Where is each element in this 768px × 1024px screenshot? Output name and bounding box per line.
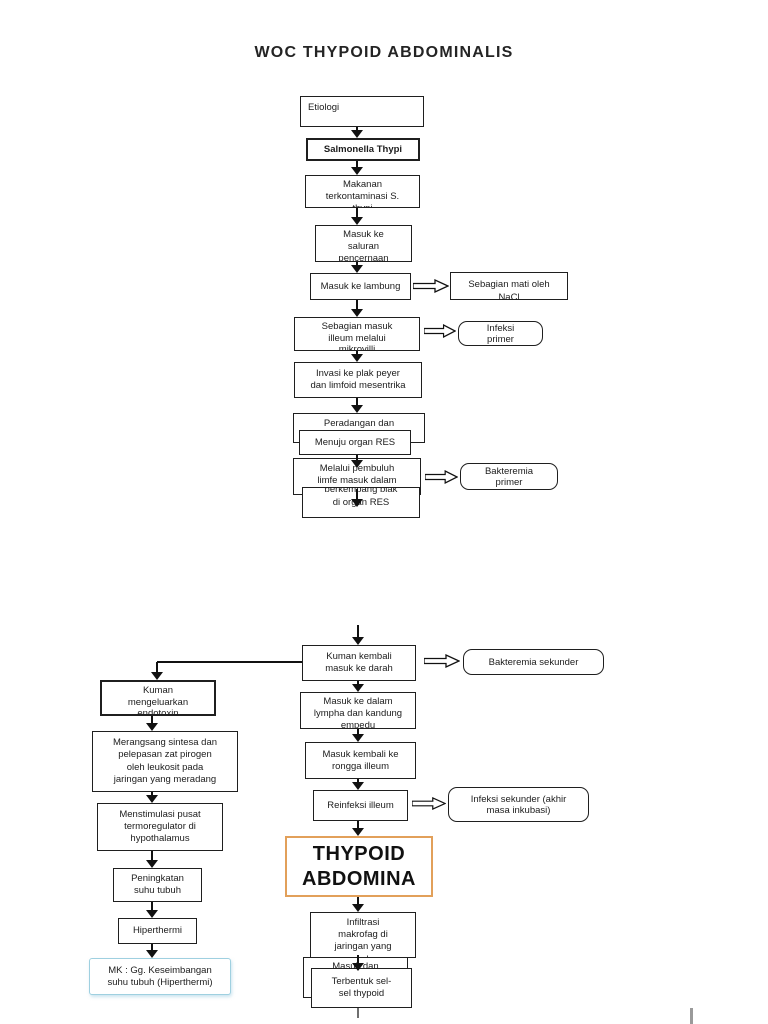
- arrow-down-icon: [146, 944, 158, 958]
- arrow-down-icon: [146, 792, 158, 803]
- node-mati-nacl: Sebagian mati oleh NaCl: [450, 272, 568, 300]
- page-title: WOC THYPOID ABDOMINALIS: [254, 44, 514, 61]
- node-invasi-plak-peyer: Invasi ke plak peyer dan limfoid mesentr…: [294, 362, 422, 398]
- node-merangsang-sintesa: Merangsang sintesa dan pelepasan zat pir…: [92, 731, 238, 792]
- node-kuman-endotoxin: Kuman mengeluarkan endotoxin: [100, 680, 216, 716]
- node-illeum-mikrovilli: Sebagian masuk illeum melalui mikrovilli: [294, 317, 420, 351]
- node-salmonella: Salmonella Thypi: [306, 138, 420, 161]
- node-makanan: Makanan terkontaminasi S. thypi: [305, 175, 420, 208]
- node-mk-keseimbangan: MK : Gg. Keseimbangan suhu tubuh (Hipert…: [89, 958, 231, 995]
- node-peningkatan-suhu: Peningkatan suhu tubuh: [113, 868, 202, 902]
- arrow-down-icon: [352, 681, 364, 692]
- arrow-down-icon: [352, 625, 364, 645]
- node-menstimulasi-pusat: Menstimulasi pusat termoregulator di hyp…: [97, 803, 223, 851]
- node-terbentuk-sel-thypoid: Terbentuk sel- sel thypoid: [311, 968, 412, 1008]
- block-arrow-right-icon: [425, 470, 458, 484]
- arrow-down-icon: [146, 716, 158, 731]
- arrow-down-icon: [151, 662, 163, 680]
- node-lambung: Masuk ke lambung: [310, 273, 411, 300]
- block-arrow-right-icon: [412, 797, 446, 810]
- arrow-down-icon: [352, 955, 364, 971]
- arrow-down-icon: [352, 729, 364, 742]
- node-thypoid-abdominalis: THYPOID ABDOMINA LIS: [285, 836, 433, 897]
- arrow-down-icon: [351, 127, 363, 138]
- block-arrow-right-icon: [424, 654, 460, 668]
- arrow-down-icon: [351, 161, 363, 175]
- arrow-down-icon: [351, 262, 363, 273]
- node-menuju-organ-res: Menuju organ RES: [299, 430, 411, 455]
- page-artifact: [690, 1008, 693, 1024]
- node-lympha-empedu: Masuk ke dalam lympha dan kandung empedu: [300, 692, 416, 729]
- arrow-down-icon: [352, 779, 364, 790]
- block-arrow-right-icon: [424, 324, 456, 338]
- arrow-down-icon: [351, 208, 363, 225]
- node-hiperthermi: Hiperthermi: [118, 918, 197, 944]
- node-bakteremia-primer: Bakteremia primer: [460, 463, 558, 490]
- arrow-down-icon: [351, 489, 363, 507]
- arrow-down-icon: [146, 851, 158, 868]
- node-infeksi-primer: Infeksi primer: [458, 321, 543, 346]
- arrow-down-icon: [351, 300, 363, 317]
- node-rongga-illeum: Masuk kembali ke rongga illeum: [305, 742, 416, 779]
- arrow-down-icon: [352, 821, 364, 836]
- node-bakteremia-sekunder: Bakteremia sekunder: [463, 649, 604, 675]
- arrow-down-icon: [146, 902, 158, 918]
- node-infeksi-sekunder: Infeksi sekunder (akhir masa inkubasi): [448, 787, 589, 822]
- block-arrow-right-icon: [413, 279, 449, 293]
- node-infiltrasi-makrofag: Infiltrasi makrofag di jaringan yang mer…: [310, 912, 416, 958]
- arrow-down-icon: [351, 351, 363, 362]
- arrow-down-icon: [352, 897, 364, 912]
- arrow-down-icon: [351, 398, 363, 413]
- connector-line: [157, 661, 302, 663]
- node-etiologi: Etiologi: [300, 96, 424, 127]
- node-reinfeksi-illeum: Reinfeksi illeum: [313, 790, 408, 821]
- connector-line: [357, 1008, 359, 1018]
- arrow-down-icon: [351, 455, 363, 468]
- node-kuman-kembali: Kuman kembali masuk ke darah: [302, 645, 416, 681]
- node-saluran-pencernaan: Masuk ke saluran pencernaan: [315, 225, 412, 262]
